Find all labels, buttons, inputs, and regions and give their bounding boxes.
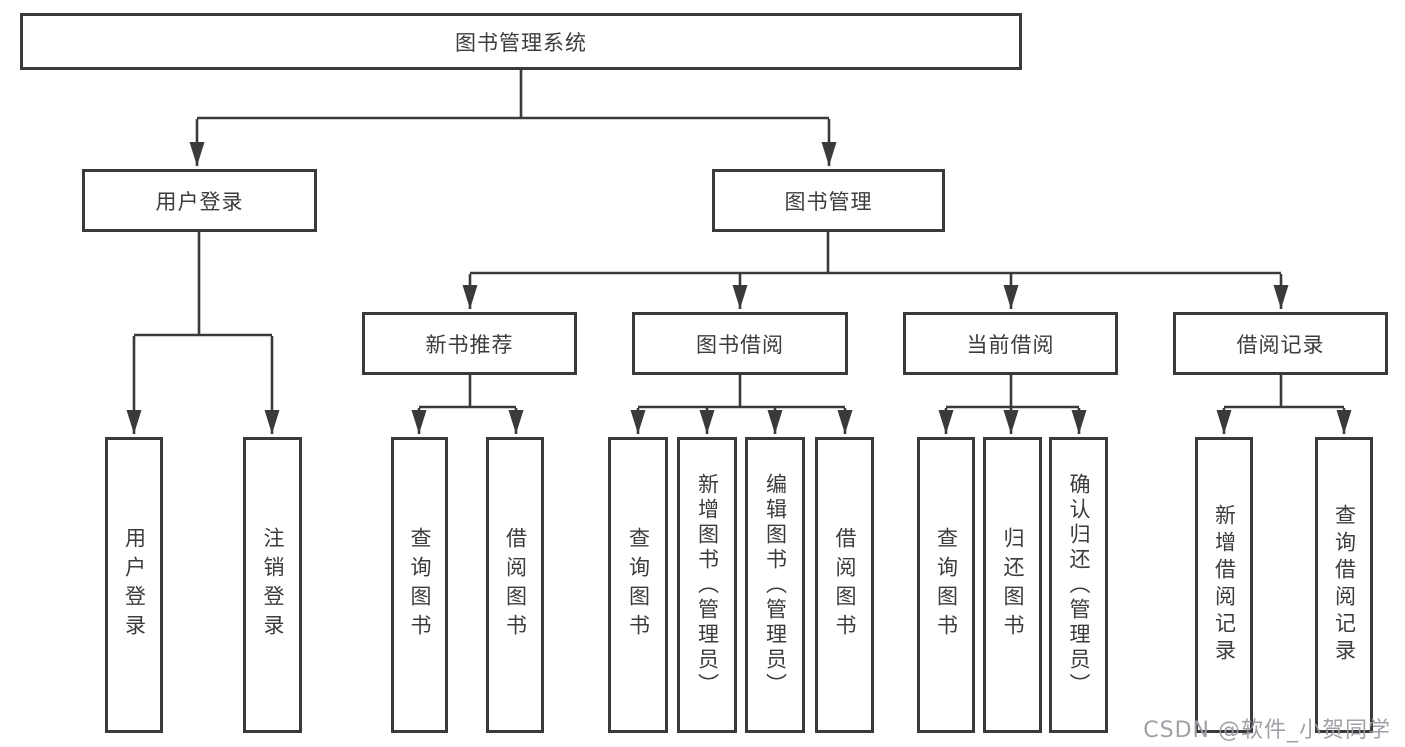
- leaf-add-borrow-record: 新增借阅记录: [1195, 437, 1253, 733]
- leaf-add-book-admin: 新增图书（管理员）: [677, 437, 737, 733]
- leaf-borrow-books-borrow: 借阅图书: [815, 437, 874, 733]
- node-book-management-module: 图书管理: [712, 169, 945, 232]
- leaf-query-borrow-record-label: 查询借阅记录: [1332, 504, 1357, 666]
- leaf-edit-book-admin-label: 编辑图书（管理员）: [763, 472, 788, 698]
- leaf-confirm-return-admin-label: 确认归还（管理员）: [1067, 472, 1091, 698]
- leaf-borrow-books-recommend: 借阅图书: [486, 437, 544, 733]
- leaf-add-borrow-record-label: 新增借阅记录: [1212, 504, 1237, 666]
- leaf-confirm-return-admin: 确认归还（管理员）: [1049, 437, 1108, 733]
- leaf-query-books-current: 查询图书: [917, 437, 975, 733]
- leaf-query-books-current-label: 查询图书: [934, 527, 959, 643]
- node-current-borrowing: 当前借阅: [903, 312, 1118, 375]
- leaf-logout-label: 注销登录: [261, 527, 285, 643]
- leaf-user-login: 用户登录: [105, 437, 163, 733]
- leaf-query-books-recommend: 查询图书: [391, 437, 448, 733]
- node-library-management-system: 图书管理系统: [20, 13, 1022, 70]
- leaf-query-books-recommend-label: 查询图书: [408, 527, 432, 643]
- node-borrowing-records: 借阅记录: [1173, 312, 1388, 375]
- leaf-query-books-borrow-label: 查询图书: [626, 527, 651, 643]
- leaf-logout: 注销登录: [243, 437, 302, 733]
- leaf-user-login-label: 用户登录: [122, 527, 147, 643]
- node-book-borrowing: 图书借阅: [632, 312, 848, 375]
- node-user-login-module: 用户登录: [82, 169, 317, 232]
- leaf-return-book-label: 归还图书: [1001, 527, 1025, 643]
- csdn-watermark: CSDN @软件_小贺同学: [1143, 718, 1391, 743]
- leaf-add-book-admin-label: 新增图书（管理员）: [695, 472, 720, 698]
- leaf-edit-book-admin: 编辑图书（管理员）: [745, 437, 805, 733]
- leaf-query-borrow-record: 查询借阅记录: [1315, 437, 1373, 733]
- leaf-borrow-books-borrow-label: 借阅图书: [833, 527, 857, 643]
- leaf-query-books-borrow: 查询图书: [608, 437, 668, 733]
- leaf-borrow-books-recommend-label: 借阅图书: [503, 527, 528, 643]
- node-new-book-recommendation: 新书推荐: [362, 312, 577, 375]
- leaf-return-book: 归还图书: [983, 437, 1042, 733]
